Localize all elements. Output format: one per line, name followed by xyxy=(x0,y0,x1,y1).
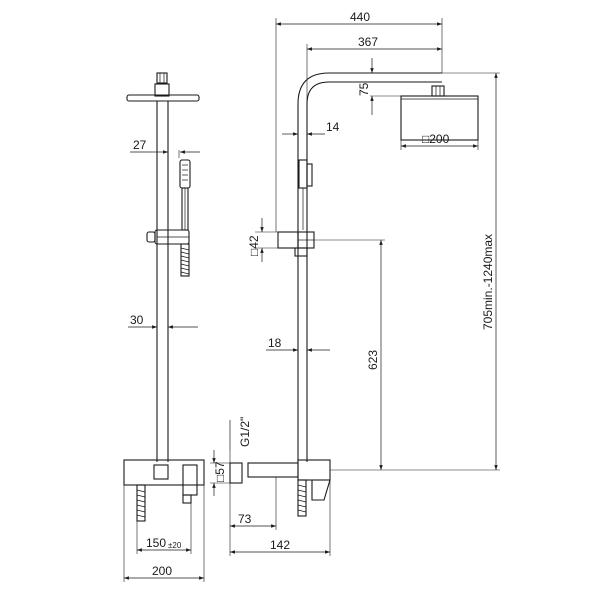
dim-column-width: 30 xyxy=(128,313,198,329)
dim-57-label: □57 xyxy=(213,461,227,482)
dim-150-label: 150 xyxy=(146,536,166,550)
side-mixer-body xyxy=(247,462,299,478)
dim-75-label: 75 xyxy=(357,82,371,96)
front-eccentric-right xyxy=(182,494,192,504)
dim-mixer-height: □57 xyxy=(210,450,230,496)
dim-hand-shower-width: 27 xyxy=(130,138,200,158)
side-wall-bracket xyxy=(277,231,299,249)
side-diverter-base xyxy=(294,247,308,257)
dim-14-label: 14 xyxy=(326,120,340,134)
dim-30-label: 30 xyxy=(130,313,144,327)
dim-440-label: 440 xyxy=(350,10,370,24)
front-mixer-body xyxy=(123,459,205,486)
front-mixer-cartridge xyxy=(153,464,169,480)
front-head-connector xyxy=(156,72,168,84)
dim-bracket-size: □42 xyxy=(247,218,278,262)
side-view: 440 367 75 □200 14 xyxy=(210,10,500,556)
dim-367-label: 367 xyxy=(358,35,378,49)
dim-mixer-projection: 142 xyxy=(229,480,331,556)
side-hand-shower-head xyxy=(306,163,313,187)
side-eccentric xyxy=(297,479,307,517)
side-wall-flange xyxy=(229,462,243,484)
dim-head-size: □200 xyxy=(400,132,479,150)
dim-head-size-label: □200 xyxy=(422,132,450,146)
front-mixer-lever xyxy=(182,464,198,496)
dim-inlet-thread: G1/2" xyxy=(229,417,252,463)
side-arm-outer xyxy=(297,72,442,105)
front-hose xyxy=(180,243,190,277)
dim-overall-reach: 440 xyxy=(275,10,443,232)
side-mixer-lever xyxy=(311,479,331,501)
dim-thread-label: G1/2" xyxy=(238,417,252,447)
side-mixer-housing xyxy=(297,459,331,481)
dim-27-label: 27 xyxy=(133,138,147,152)
dim-623-label: 623 xyxy=(366,350,380,370)
dim-column-diameter: 18 xyxy=(266,336,330,352)
front-diverter-knob xyxy=(146,231,156,243)
dim-arm-length: 367 xyxy=(306,35,442,104)
front-shower-head xyxy=(126,94,200,102)
dim-mixer-width: 200 xyxy=(123,485,205,582)
side-head-connector xyxy=(431,85,445,97)
dim-18-label: 18 xyxy=(268,336,282,350)
front-eccentric-left xyxy=(136,484,146,522)
front-hand-shower-head xyxy=(179,159,191,189)
dim-diverter-height: 623 xyxy=(314,239,385,470)
front-head-swivel xyxy=(154,83,170,97)
dim-73-label: 73 xyxy=(238,512,252,526)
dim-wall-offset: 14 xyxy=(282,120,340,136)
dim-mixer-depth: 73 xyxy=(229,477,277,530)
dim-200-label: 200 xyxy=(152,564,172,578)
dim-150-tolerance: ±20 xyxy=(168,541,182,550)
dim-inlet-spacing: 150 ±20 xyxy=(136,503,192,554)
dim-142-label: 142 xyxy=(270,538,290,552)
side-hand-shower xyxy=(298,159,308,189)
side-arm-inner xyxy=(306,81,442,105)
dim-column-height-label: 705min.-1240max xyxy=(481,234,495,330)
dim-head-drop: 75 xyxy=(357,58,401,115)
front-view: 27 30 150 ±20 200 xyxy=(123,72,205,582)
dim-42-label: □42 xyxy=(247,235,261,256)
side-shower-head xyxy=(400,95,479,141)
dim-column-height: 705min.-1240max xyxy=(330,72,500,471)
